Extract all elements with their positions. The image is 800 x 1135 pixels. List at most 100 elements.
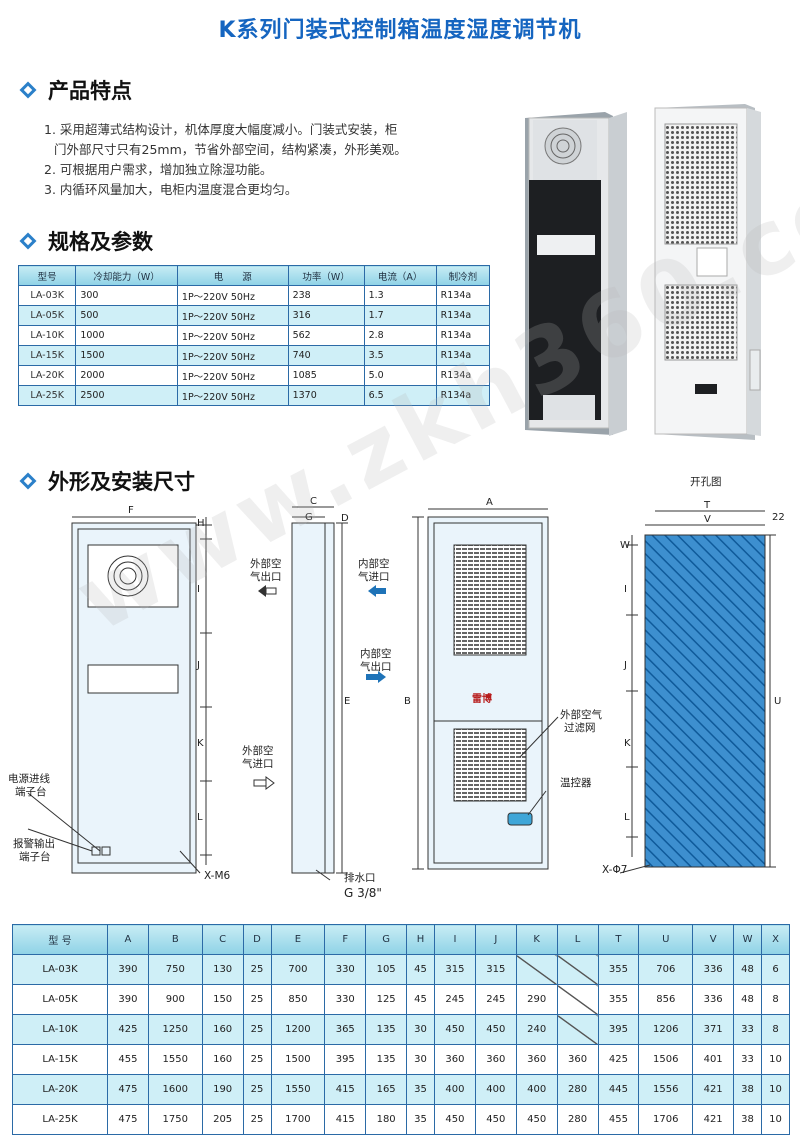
spec-table-cell: 1P～220V 50Hz: [176, 385, 289, 406]
dim-label: J: [624, 660, 627, 671]
dim-table-cell: 1700: [270, 1104, 326, 1135]
dim-label: G: [305, 512, 313, 523]
dim-header-cell: J: [474, 924, 517, 955]
dim-table-cell: 33: [733, 1044, 762, 1075]
spec-table-cell: 300: [75, 285, 178, 306]
dim-table-cell: 290: [515, 984, 558, 1015]
dim-table-cell: 150: [201, 984, 244, 1015]
spec-table-cell: LA-20K: [17, 365, 77, 386]
thermostat-label: 温控器: [560, 777, 592, 789]
spec-table-cell: R134a: [435, 285, 491, 306]
dim-table-cell: 1200: [270, 1014, 326, 1045]
dim-table-cell: 125: [365, 984, 408, 1015]
dim-table-cell: 35: [406, 1074, 435, 1105]
dim-table-cell: 38: [733, 1074, 762, 1105]
dim-table-cell: LA-05K: [12, 984, 108, 1015]
dim-table-cell: 10: [761, 1074, 790, 1105]
int-air-out-label: 气出口: [360, 661, 392, 673]
dim-header-cell: V: [692, 924, 735, 955]
dim-table-cell: 1250: [147, 1014, 203, 1045]
dim-table-cell: 360: [474, 1044, 517, 1075]
dim-label: C: [310, 496, 317, 507]
dim-table-cell: 25: [242, 1014, 272, 1045]
dim-table-cell: 245: [474, 984, 517, 1015]
dim-header-cell: K: [515, 924, 558, 955]
dim-label: W: [620, 540, 630, 551]
dim-table-cell: LA-03K: [12, 954, 108, 985]
dim-header-cell: U: [638, 924, 694, 955]
feature-line: 1. 采用超薄式结构设计，机体厚度大幅度减小。门装式安装，柜: [44, 122, 398, 137]
dim-table-cell: 401: [692, 1044, 735, 1075]
dim-header-cell: D: [242, 924, 272, 955]
dim-table-cell: 365: [324, 1014, 367, 1045]
dim-table-cell: 400: [474, 1074, 517, 1105]
dim-table-cell: 1500: [270, 1044, 326, 1075]
dim-table-cell: 750: [147, 954, 203, 985]
feature-list: 1. 采用超薄式结构设计，机体厚度大幅度减小。门装式安装，柜 门外部尺寸只有25…: [44, 120, 514, 200]
diamond-bullet-icon: [19, 232, 37, 250]
dim-header-cell: H: [406, 924, 435, 955]
filter-label: 过滤网: [564, 722, 596, 734]
dim-table-cell: 30: [406, 1044, 435, 1075]
spec-table-cell: 1.7: [363, 305, 437, 326]
dim-table-cell: LA-20K: [12, 1074, 108, 1105]
dim-table-cell: 425: [107, 1014, 149, 1045]
dim-table-cell: 48: [733, 984, 762, 1015]
dim-table-cell: 165: [365, 1074, 408, 1105]
dim-label: L: [197, 812, 203, 823]
dim-table-cell: 450: [434, 1104, 476, 1135]
drain-thread-label: G 3/8": [344, 886, 382, 900]
section-specs-header: 规格及参数: [18, 226, 153, 256]
dim-label: H: [197, 518, 205, 529]
dim-table-cell: 330: [324, 984, 367, 1015]
dim-label: I: [197, 584, 200, 595]
spec-header-cell: 功率（W）: [287, 265, 365, 286]
dim-table-cell: 700: [270, 954, 326, 985]
ext-air-in-label: 气进口: [242, 758, 274, 770]
dim-table-cell: LA-15K: [12, 1044, 108, 1075]
dim-table-cell: 105: [365, 954, 408, 985]
dim-label: K: [197, 738, 204, 749]
dim-header-cell: 型 号: [12, 924, 108, 955]
dim-header-cell: L: [556, 924, 599, 955]
feature-line: 门外部尺寸只有25mm，节省外部空间，结构紧凑，外形美观。: [54, 142, 407, 157]
spec-table-cell: 6.5: [363, 385, 437, 406]
dim-table-cell: 421: [692, 1104, 735, 1135]
screw-label: X-M6: [204, 870, 231, 882]
dim-table-cell: 205: [201, 1104, 244, 1135]
dim-table-cell: 45: [406, 984, 435, 1015]
ext-air-in-label: 外部空: [242, 745, 274, 757]
product-photo: [525, 104, 761, 440]
dim-label: K: [624, 738, 631, 749]
dim-table-cell: 135: [365, 1044, 408, 1075]
dim-label: E: [344, 696, 351, 707]
section-features-title: 产品特点: [48, 79, 132, 103]
section-specs-title: 规格及参数: [48, 230, 153, 254]
dim-table-cell: 400: [434, 1074, 476, 1105]
spec-header-cell: 电流（A）: [363, 265, 437, 286]
dim-table-cell: 280: [556, 1074, 599, 1105]
dim-label: T: [704, 500, 711, 511]
dim-table-cell: 25: [242, 1044, 272, 1075]
dim-table-cell: 240: [515, 1014, 558, 1045]
dim-header-cell: E: [270, 924, 326, 955]
spec-table-cell: R134a: [435, 345, 491, 366]
feature-line: 2. 可根据用户需求，增加独立除湿功能。: [44, 162, 273, 177]
dim-label: D: [341, 513, 349, 524]
dim-table-cell: [515, 954, 558, 985]
dim-table-cell: 355: [597, 954, 640, 985]
dim-table-cell: 315: [474, 954, 517, 985]
dim-table-cell: [556, 984, 599, 1015]
dim-table-cell: 450: [434, 1014, 476, 1045]
dim-label: I: [624, 584, 627, 595]
ext-air-out-label: 气出口: [250, 571, 282, 583]
dim-table-cell: 1206: [638, 1014, 694, 1045]
